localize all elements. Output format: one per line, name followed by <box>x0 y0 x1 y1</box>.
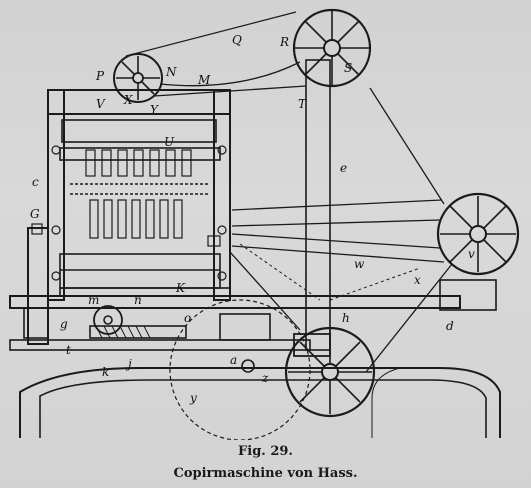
left-foot <box>23 307 49 339</box>
frame-top-bar-2 <box>61 119 217 143</box>
right-pulley <box>436 192 520 276</box>
label-t: t <box>66 343 71 357</box>
label-K: K <box>175 281 186 295</box>
figure-title: Copirmaschine von Hass. <box>173 466 358 481</box>
label-e: e <box>340 161 347 175</box>
label-V: V <box>96 97 106 111</box>
lower-rail <box>9 339 311 351</box>
label-G: G <box>30 207 40 221</box>
upper-left-pulley <box>113 53 163 103</box>
label-c: c <box>32 175 39 189</box>
drive-belts <box>125 11 453 373</box>
frame-top-bar <box>47 89 231 115</box>
label-v: v <box>468 247 475 261</box>
worm-threads <box>95 325 151 339</box>
large-gear-outline <box>169 299 311 440</box>
worm-shaft <box>89 325 187 339</box>
label-z: z <box>261 371 269 385</box>
label-m: m <box>88 293 99 307</box>
label-j: j <box>125 357 132 371</box>
label-o: o <box>184 311 191 325</box>
left-column <box>27 227 49 345</box>
upper-right-pulley <box>292 8 372 88</box>
label-U: U <box>164 135 175 149</box>
label-w: w <box>354 257 365 271</box>
machine-bed <box>9 295 461 309</box>
label-N: N <box>165 65 177 79</box>
label-X: X <box>123 93 133 107</box>
label-a: a <box>230 353 237 367</box>
plunger-row-lower <box>89 199 183 239</box>
frame-base-strip <box>59 287 231 297</box>
linkage-dashes <box>239 243 421 301</box>
label-Q: Q <box>232 33 242 47</box>
frame-bolts <box>31 145 227 281</box>
label-T: T <box>298 97 307 111</box>
coupling-block <box>293 333 331 357</box>
frame-lower-block <box>59 253 221 289</box>
plunger-row-upper <box>85 149 192 177</box>
label-M: M <box>197 73 211 87</box>
pedestal-inner <box>39 379 487 438</box>
label-S: S <box>344 61 352 75</box>
figure-number: Fig. 29. <box>238 444 293 459</box>
small-bearing <box>241 359 255 373</box>
label-R: R <box>279 35 289 49</box>
label-g: g <box>60 317 68 331</box>
label-n: n <box>134 293 142 307</box>
label-d: d <box>446 319 454 333</box>
right-foot <box>439 279 497 311</box>
label-h: h <box>342 311 350 325</box>
label-y: y <box>189 391 197 405</box>
label-P: P <box>95 69 105 83</box>
pedestal-arch-right <box>371 367 401 438</box>
lower-drive-wheel <box>284 326 376 418</box>
label-k: k <box>102 365 109 379</box>
copying-machine-illustration: Q R S P N M V X Y U T e c G w x K v m n … <box>9 8 520 440</box>
worm-housing <box>219 313 271 341</box>
label-x: x <box>414 273 421 287</box>
pedestal-arch <box>19 367 501 438</box>
label-Y: Y <box>150 103 159 117</box>
